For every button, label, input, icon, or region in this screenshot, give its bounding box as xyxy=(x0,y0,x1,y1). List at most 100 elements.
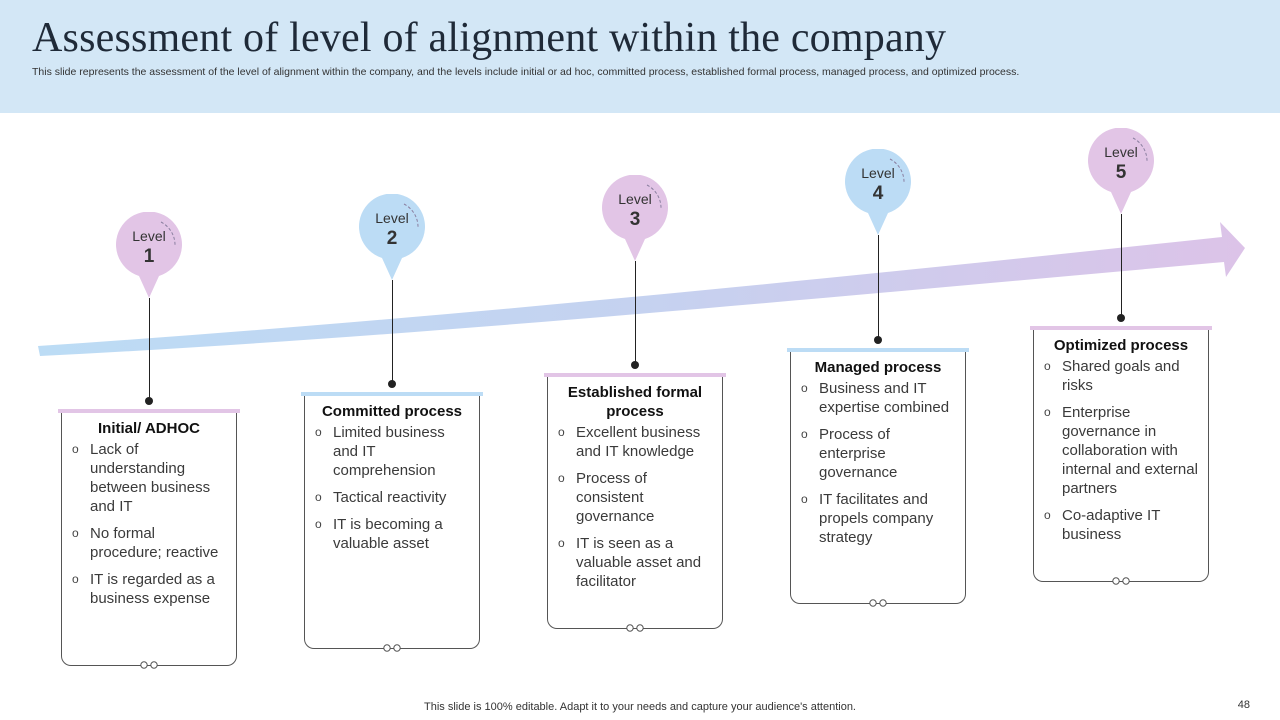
list-item: o IT is regarded as a business expense xyxy=(72,570,226,608)
pin-shape xyxy=(1088,128,1154,214)
list-item: o Enterprise governance in collaboration … xyxy=(1044,403,1198,498)
card-knot-icon xyxy=(626,624,644,632)
level-number: 3 xyxy=(629,209,641,230)
level-card: Managed process o Business and IT expertis… xyxy=(787,348,969,607)
list-item-text: Excellent business and IT knowledge xyxy=(576,424,701,460)
card-title: Established formal process xyxy=(567,384,703,420)
list-item-text: Business and IT expertise combined xyxy=(819,380,950,416)
bullet-icon: o xyxy=(315,517,322,531)
level-number: 5 xyxy=(1115,162,1127,183)
list-item-text: Shared goals and risks xyxy=(1062,358,1180,394)
card-title: Optimized process xyxy=(1053,337,1189,354)
list-item-text: IT is seen as a valuable asset and facil… xyxy=(576,535,702,590)
card-title: Committed process xyxy=(321,403,463,420)
list-item: o Shared goals and risks xyxy=(1044,357,1198,395)
connector-line xyxy=(1121,214,1122,318)
level-label: Level xyxy=(1104,144,1138,160)
list-item: o Process of consistent governance xyxy=(558,469,712,526)
list-item-text: IT facilitates and propels company strat… xyxy=(819,491,934,546)
level-number: 4 xyxy=(872,183,884,204)
list-item: o No formal procedure; reactive xyxy=(72,524,226,562)
level-pin: Level 3 xyxy=(601,175,669,267)
connector-line xyxy=(635,261,636,365)
list-item-text: Enterprise governance in collaboration w… xyxy=(1062,404,1198,497)
bullet-icon: o xyxy=(315,425,322,439)
page-subtitle: This slide represents the assessment of … xyxy=(32,66,1020,78)
list-item-text: Limited business and IT comprehension xyxy=(333,424,445,479)
page-title: Assessment of level of alignment within … xyxy=(32,15,947,61)
list-item-text: IT is regarded as a business expense xyxy=(90,571,215,607)
list-item-text: No formal procedure; reactive xyxy=(90,525,219,561)
bullet-icon: o xyxy=(72,442,79,456)
bullet-icon: o xyxy=(1044,508,1051,522)
level-label: Level xyxy=(618,191,652,207)
bullet-icon: o xyxy=(801,381,808,395)
bullet-icon: o xyxy=(72,572,79,586)
list-item-text: Process of consistent governance xyxy=(576,470,655,525)
header-band: Assessment of level of alignment within … xyxy=(0,0,1280,113)
footer-note: This slide is 100% editable. Adapt it to… xyxy=(424,701,856,713)
connector-dot xyxy=(388,380,396,388)
bullet-icon: o xyxy=(315,490,322,504)
pin-shape xyxy=(116,212,182,298)
bullet-icon: o xyxy=(558,536,565,550)
list-item: o IT is becoming a valuable asset xyxy=(315,515,469,553)
card-top-bar xyxy=(58,409,240,413)
page-number: 48 xyxy=(1237,699,1250,711)
level-pin: Level 5 xyxy=(1087,128,1155,220)
list-item: o IT is seen as a valuable asset and faci… xyxy=(558,534,712,591)
card-top-bar xyxy=(544,373,726,377)
card-top-bar xyxy=(1030,326,1212,330)
pin-shape xyxy=(359,194,425,280)
pin-shape xyxy=(602,175,668,261)
level-pin: Level 1 xyxy=(115,212,183,304)
bullet-icon: o xyxy=(558,471,565,485)
connector-line xyxy=(878,235,879,340)
pin-shape xyxy=(845,149,911,235)
card-title: Managed process xyxy=(814,359,942,376)
list-item: o Tactical reactivity xyxy=(315,488,469,507)
bullet-icon: o xyxy=(1044,405,1051,419)
card-top-bar xyxy=(787,348,969,352)
bullet-icon: o xyxy=(801,492,808,506)
card-knot-icon xyxy=(140,661,158,669)
card-knot-icon xyxy=(383,644,401,652)
card-title: Initial/ ADHOC xyxy=(98,420,200,437)
list-item: o IT facilitates and propels company stra… xyxy=(801,490,955,547)
list-item-text: IT is becoming a valuable asset xyxy=(333,516,443,552)
bullet-icon: o xyxy=(72,526,79,540)
list-item-text: Process of enterprise governance xyxy=(819,426,898,481)
level-number: 2 xyxy=(386,228,398,249)
connector-dot xyxy=(145,397,153,405)
connector-dot xyxy=(874,336,882,344)
card-knot-icon xyxy=(1112,577,1130,585)
connector-line xyxy=(149,298,150,401)
level-number: 1 xyxy=(143,246,155,267)
connector-dot xyxy=(1117,314,1125,322)
connector-line xyxy=(392,280,393,384)
list-item-text: Co-adaptive IT business xyxy=(1062,507,1161,543)
level-card: Committed process o Limited business and I… xyxy=(301,392,483,652)
list-item: o Co-adaptive IT business xyxy=(1044,506,1198,544)
card-knot-icon xyxy=(869,599,887,607)
list-item-text: Tactical reactivity xyxy=(333,489,447,506)
bullet-icon: o xyxy=(1044,359,1051,373)
card-top-bar xyxy=(301,392,483,396)
level-label: Level xyxy=(132,228,166,244)
list-item: o Limited business and IT comprehension xyxy=(315,423,469,480)
list-item: o Business and IT expertise combined xyxy=(801,379,955,417)
